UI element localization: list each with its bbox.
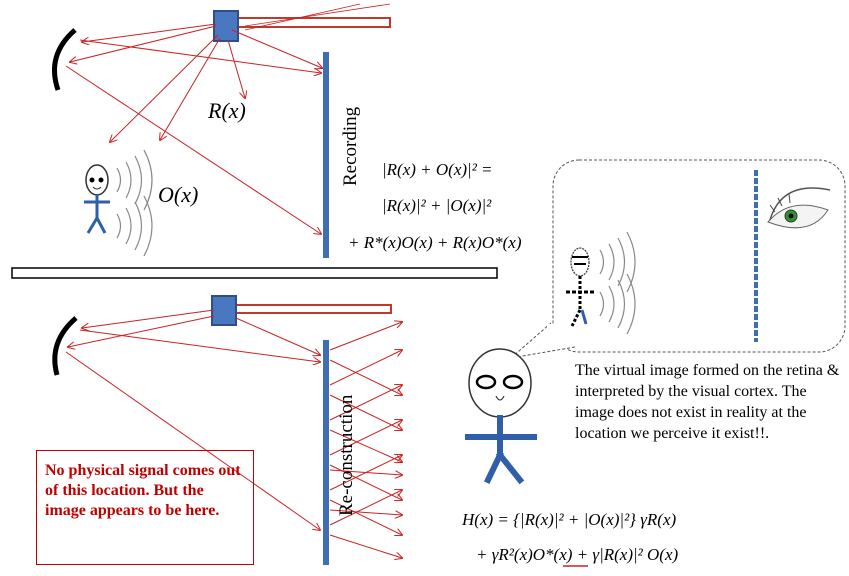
- stick-figure-icon: [84, 164, 110, 234]
- equation-intensity-line1: |R(x) + O(x)|² =: [382, 160, 493, 179]
- hologram-plate: [323, 340, 329, 565]
- virtual-image-caption: The virtual image formed on the retina &…: [575, 362, 840, 442]
- equation-hologram-line2: + γR²(x)O*(x) + γ|R(x)|² O(x): [476, 545, 678, 565]
- object-wavefronts-top: [116, 149, 153, 257]
- diffracted-rays: [329, 322, 402, 558]
- equation-intensity-line3: + R*(x)O(x) + R(x)O*(x): [348, 233, 522, 252]
- mirror-icon: [52, 28, 77, 91]
- object-wave-label: O(x): [158, 182, 199, 207]
- equation-hologram-line2-main: + γR²(x)O*(x) + γ|R(x)|²: [476, 545, 643, 564]
- reference-rays-bottom: [65, 309, 320, 530]
- reference-rays-top: [65, 3, 391, 234]
- no-signal-note: No physical signal comes out of this loc…: [36, 450, 254, 565]
- mirror-icon-bottom: [52, 316, 78, 376]
- laser-source-top: [213, 10, 391, 42]
- equation-hologram-object-term: O(x): [647, 545, 679, 564]
- thought-bubble: [509, 159, 846, 359]
- virtual-figure: [566, 247, 596, 327]
- recording-plate: [323, 52, 329, 258]
- reference-wave-label: R(x): [208, 98, 246, 123]
- section-divider: [11, 267, 498, 279]
- laser-source-bottom: [211, 295, 392, 326]
- reconstruction-label: Re-construction: [336, 394, 357, 516]
- recording-label: Recording: [340, 106, 361, 186]
- eye-icon: [767, 187, 831, 229]
- laser-source-icon: [213, 10, 239, 42]
- observer-figure: [465, 348, 537, 485]
- equation-intensity-line2: |R(x)|² + |O(x)|²: [382, 196, 492, 215]
- equation-hologram-line1: H(x) = {|R(x)|² + |O(x)|²} γR(x): [462, 510, 677, 529]
